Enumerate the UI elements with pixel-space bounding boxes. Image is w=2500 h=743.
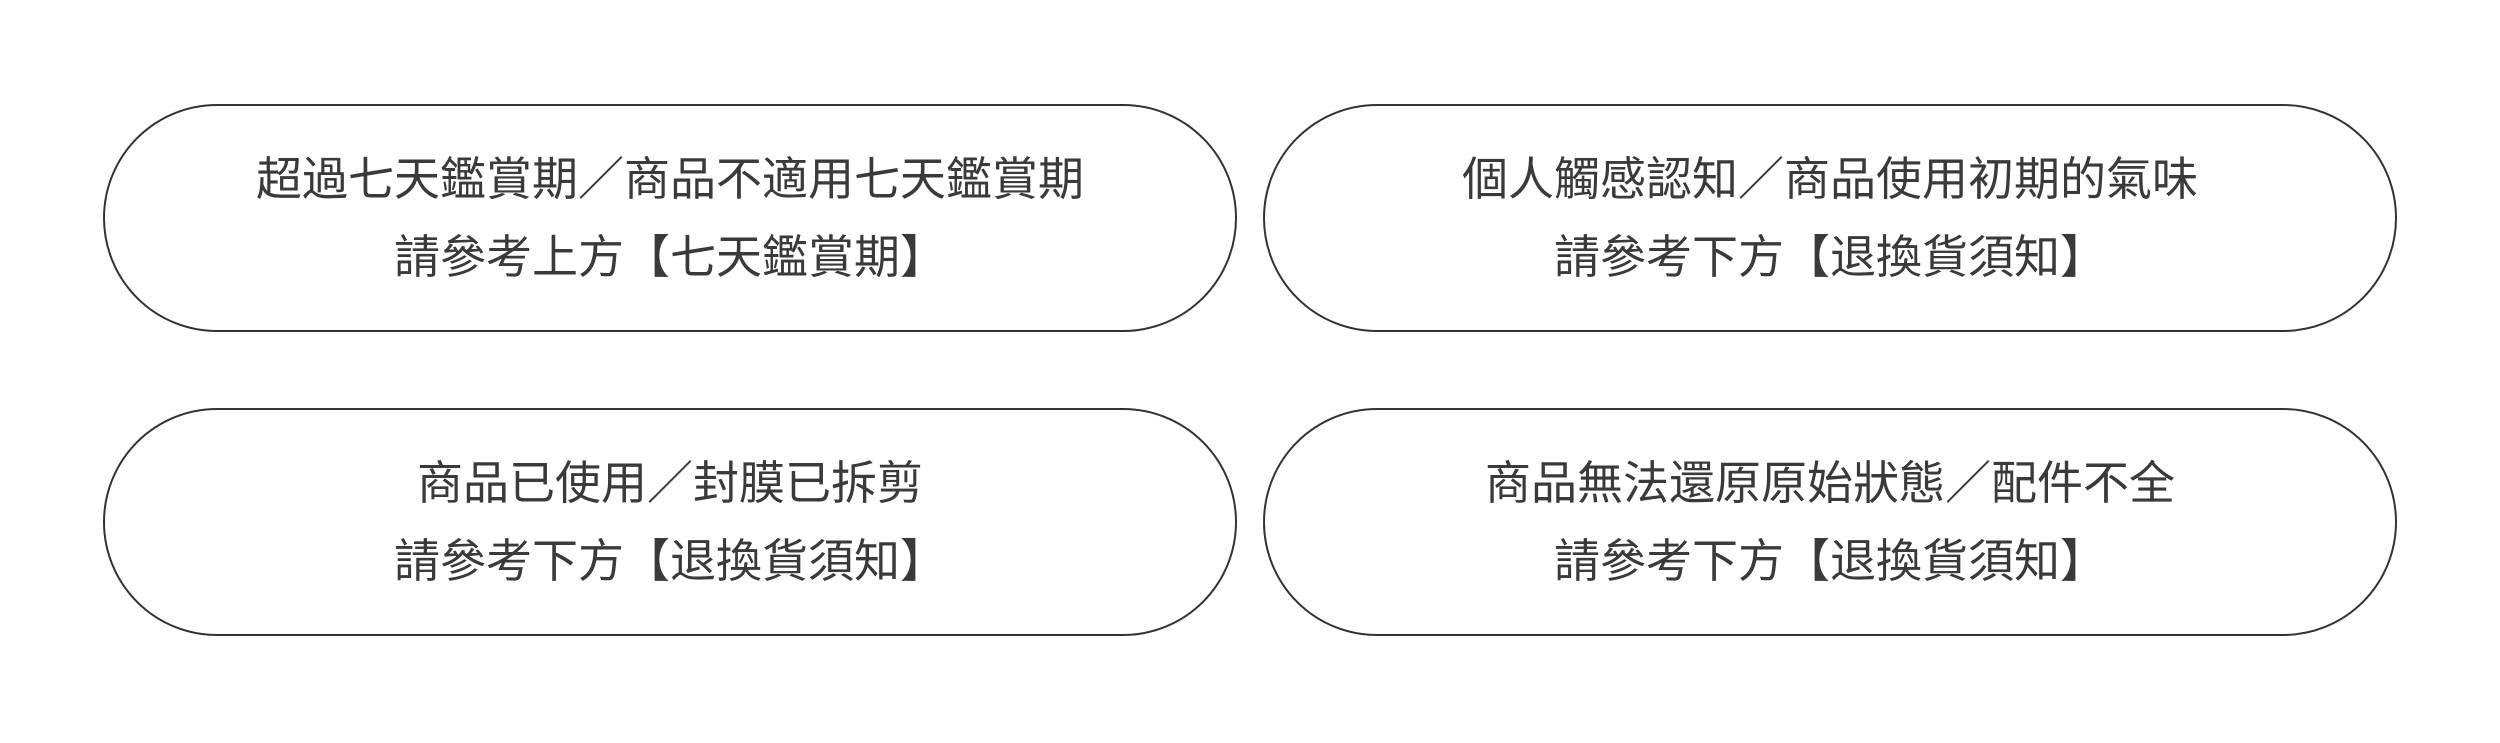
notice-condition-text: 超過七天鑑賞期／商品不適用七天鑑賞期 bbox=[256, 153, 1084, 205]
notice-condition-text: 商品無法還原原始狀態／配件不全 bbox=[1485, 457, 2175, 509]
notice-card-used-or-unsealed: 商品已使用／封膜已拆剪 請參考下方【退換貨須知】 bbox=[103, 408, 1237, 636]
notice-reference-text: 請參考上方【七天鑑賞期】 bbox=[394, 231, 946, 283]
notice-card-personal-perception: 個人觸感認知／商品使用初期的氣味 請參考下方【退換貨須知】 bbox=[1263, 104, 2397, 332]
notice-reference-text: 請參考下方【退換貨須知】 bbox=[1554, 231, 2106, 283]
notice-reference-text: 請參考下方【退換貨須知】 bbox=[394, 535, 946, 587]
notice-condition-text: 個人觸感認知／商品使用初期的氣味 bbox=[1462, 153, 2198, 205]
notice-condition-text: 商品已使用／封膜已拆剪 bbox=[417, 457, 923, 509]
notice-reference-text: 請參考下方【退換貨須知】 bbox=[1554, 535, 2106, 587]
notice-card-not-restorable: 商品無法還原原始狀態／配件不全 請參考下方【退換貨須知】 bbox=[1263, 408, 2397, 636]
notice-card-seven-day-period: 超過七天鑑賞期／商品不適用七天鑑賞期 請參考上方【七天鑑賞期】 bbox=[103, 104, 1237, 332]
